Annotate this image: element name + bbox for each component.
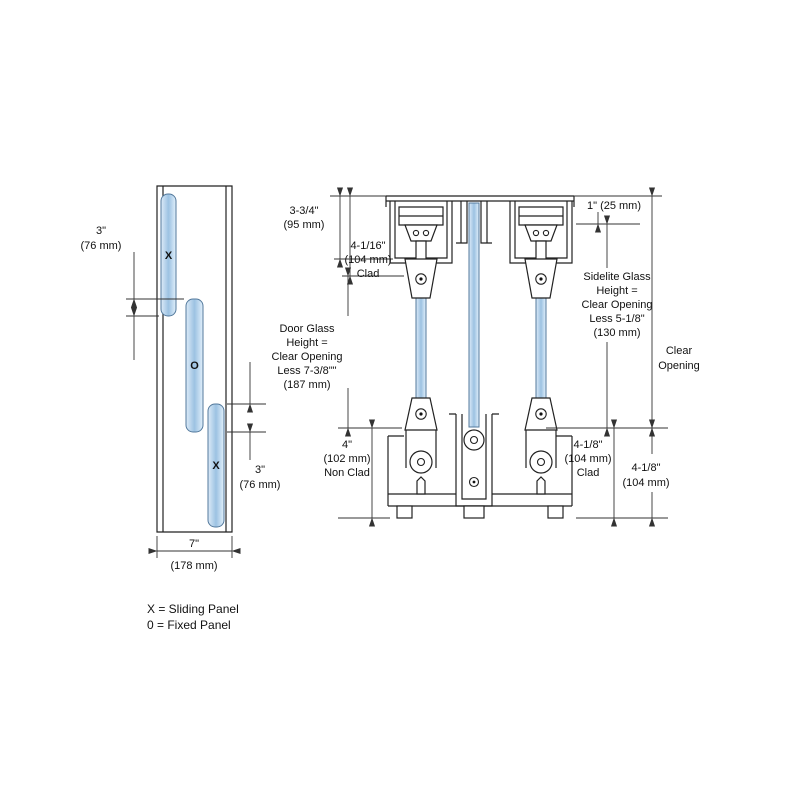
sidelite-glass-note-line3: Clear Opening (582, 299, 653, 311)
sidelite-glass-note-line2: Height = (596, 285, 637, 297)
dim-bottom-overlap-value: 3" (255, 464, 265, 476)
dim-head-height-value: 3-3/4" (290, 205, 319, 217)
top-flange (385, 195, 575, 207)
dim-bottom-overlap: 3" (76 mm) (227, 362, 280, 491)
dim-width-value: 7" (189, 538, 199, 550)
clear-opening-line2: Opening (658, 360, 700, 372)
dim-sill-overall: 4-1/8" (104 mm) (622, 419, 670, 527)
dim-top-cap: 1" (25 mm) (587, 200, 641, 233)
sill-foot (547, 505, 564, 519)
dim-sill-clad-value: 4-1/8" (574, 439, 603, 451)
dim-sill-nonclad-value: 4" (342, 439, 352, 451)
roller-hub (416, 457, 426, 467)
dim-top-cap-value: 1" (25 mm) (587, 200, 641, 212)
clamp-bolt-center (539, 412, 543, 416)
panel-top-sliding: X (160, 193, 177, 317)
door-glass-note-line5: (187 mm) (283, 379, 330, 391)
dim-head-height-metric: (95 mm) (284, 219, 325, 231)
dim-sill-overall-metric: (104 mm) (622, 477, 669, 489)
dim-top-overlap-value: 3" (96, 225, 106, 237)
extension-lines (156, 536, 233, 558)
sliding-panel-top (160, 193, 177, 317)
dim-width-metric: (178 mm) (170, 560, 217, 572)
legend: X = Sliding Panel 0 = Fixed Panel (147, 602, 239, 632)
clear-opening-line1: Clear (666, 345, 693, 357)
panel-bottom-label: X (212, 460, 220, 472)
door-glass-note-line4: Less 7-3/8"" (277, 365, 336, 377)
clamp-bolt-center (419, 277, 423, 281)
clamp-bolt-center (539, 277, 543, 281)
extension-lines (227, 403, 266, 433)
dim-head-clad: 4-1/16" (104 mm) Clad (344, 187, 392, 285)
dim-clear-opening: Clear Opening (648, 187, 700, 437)
guide-channel (449, 413, 499, 507)
carrier-wheel (412, 229, 420, 237)
dim-sill-nonclad: 4" (102 mm) Non Clad (323, 419, 376, 527)
sidelite-floor-guide (449, 413, 499, 507)
dim-head-clad-note: Clad (357, 268, 380, 280)
door-glass-note-line1: Door Glass (279, 323, 335, 335)
frame-outline (156, 185, 233, 533)
top-clamps (404, 240, 558, 299)
panel-middle-label: O (190, 360, 199, 372)
dim-head-height: 3-3/4" (95 mm) (284, 187, 344, 268)
section-view: 3-3/4" (95 mm) 4-1/16" (104 mm) Clad 1" … (272, 187, 700, 527)
dim-sill-overall-value: 4-1/8" (632, 462, 661, 474)
elevation-view: X O X 3" (76 mm) 3" (76 mm) 7" (81, 185, 280, 632)
bottom-roller-assemblies (404, 397, 558, 474)
carrier-wheel (532, 229, 540, 237)
carrier-trapezoids (404, 224, 558, 242)
legend-fixed-panel: 0 = Fixed Panel (147, 618, 231, 632)
sliding-panel-bottom (207, 403, 225, 528)
sidelite-glass-note: Sidelite Glass Height = Clear Opening Le… (582, 215, 653, 437)
sill-foot (463, 505, 485, 519)
door-glass-note-line2: Height = (286, 337, 327, 349)
carrier-wheel (542, 229, 550, 237)
track-rail-right (536, 476, 546, 495)
roller-housing-walls (405, 430, 557, 468)
panel-bottom-sliding: X (207, 403, 225, 528)
guide-roller-hub (469, 435, 479, 445)
panel-middle-fixed: O (185, 298, 204, 433)
dim-sill-nonclad-note: Non Clad (324, 467, 370, 479)
dim-frame-width: 7" (178 mm) (148, 536, 241, 572)
door-glass-note-line3: Clear Opening (272, 351, 343, 363)
sidelite-glass-note-line4: Less 5-1/8" (589, 313, 644, 325)
sidelite-glass-note-line5: (130 mm) (593, 327, 640, 339)
guide-screw-center (472, 480, 476, 484)
dim-sill-clad-metric: (104 mm) (564, 453, 611, 465)
dim-top-overlap-metric: (76 mm) (81, 240, 122, 252)
roller-hub (536, 457, 546, 467)
carrier-wheel (422, 229, 430, 237)
legend-sliding-panel: X = Sliding Panel (147, 602, 239, 616)
door-glass-note: Door Glass Height = Clear Opening Less 7… (272, 267, 352, 437)
dim-head-clad-metric: (104 mm) (344, 254, 391, 266)
dim-top-overlap: 3" (76 mm) (81, 225, 184, 360)
panel-top-label: X (165, 250, 173, 262)
dim-head-clad-value: 4-1/16" (350, 240, 385, 252)
dim-sill-nonclad-metric: (102 mm) (323, 453, 370, 465)
sidelite-head-channel (456, 201, 492, 244)
dim-bottom-overlap-metric: (76 mm) (240, 479, 281, 491)
track-rail-left (416, 476, 426, 495)
clamp-bolt-center (419, 412, 423, 416)
sill-assembly (387, 435, 573, 519)
roller-housings (398, 206, 564, 226)
dim-sill-clad-note: Clad (577, 467, 600, 479)
sidelite-glass-center (468, 202, 480, 428)
sidelite-glass-note-line1: Sidelite Glass (583, 271, 651, 283)
sill-foot (396, 505, 413, 519)
dim-sill-clad: 4-1/8" (104 mm) Clad (564, 419, 618, 527)
fixed-panel-middle (185, 298, 204, 433)
